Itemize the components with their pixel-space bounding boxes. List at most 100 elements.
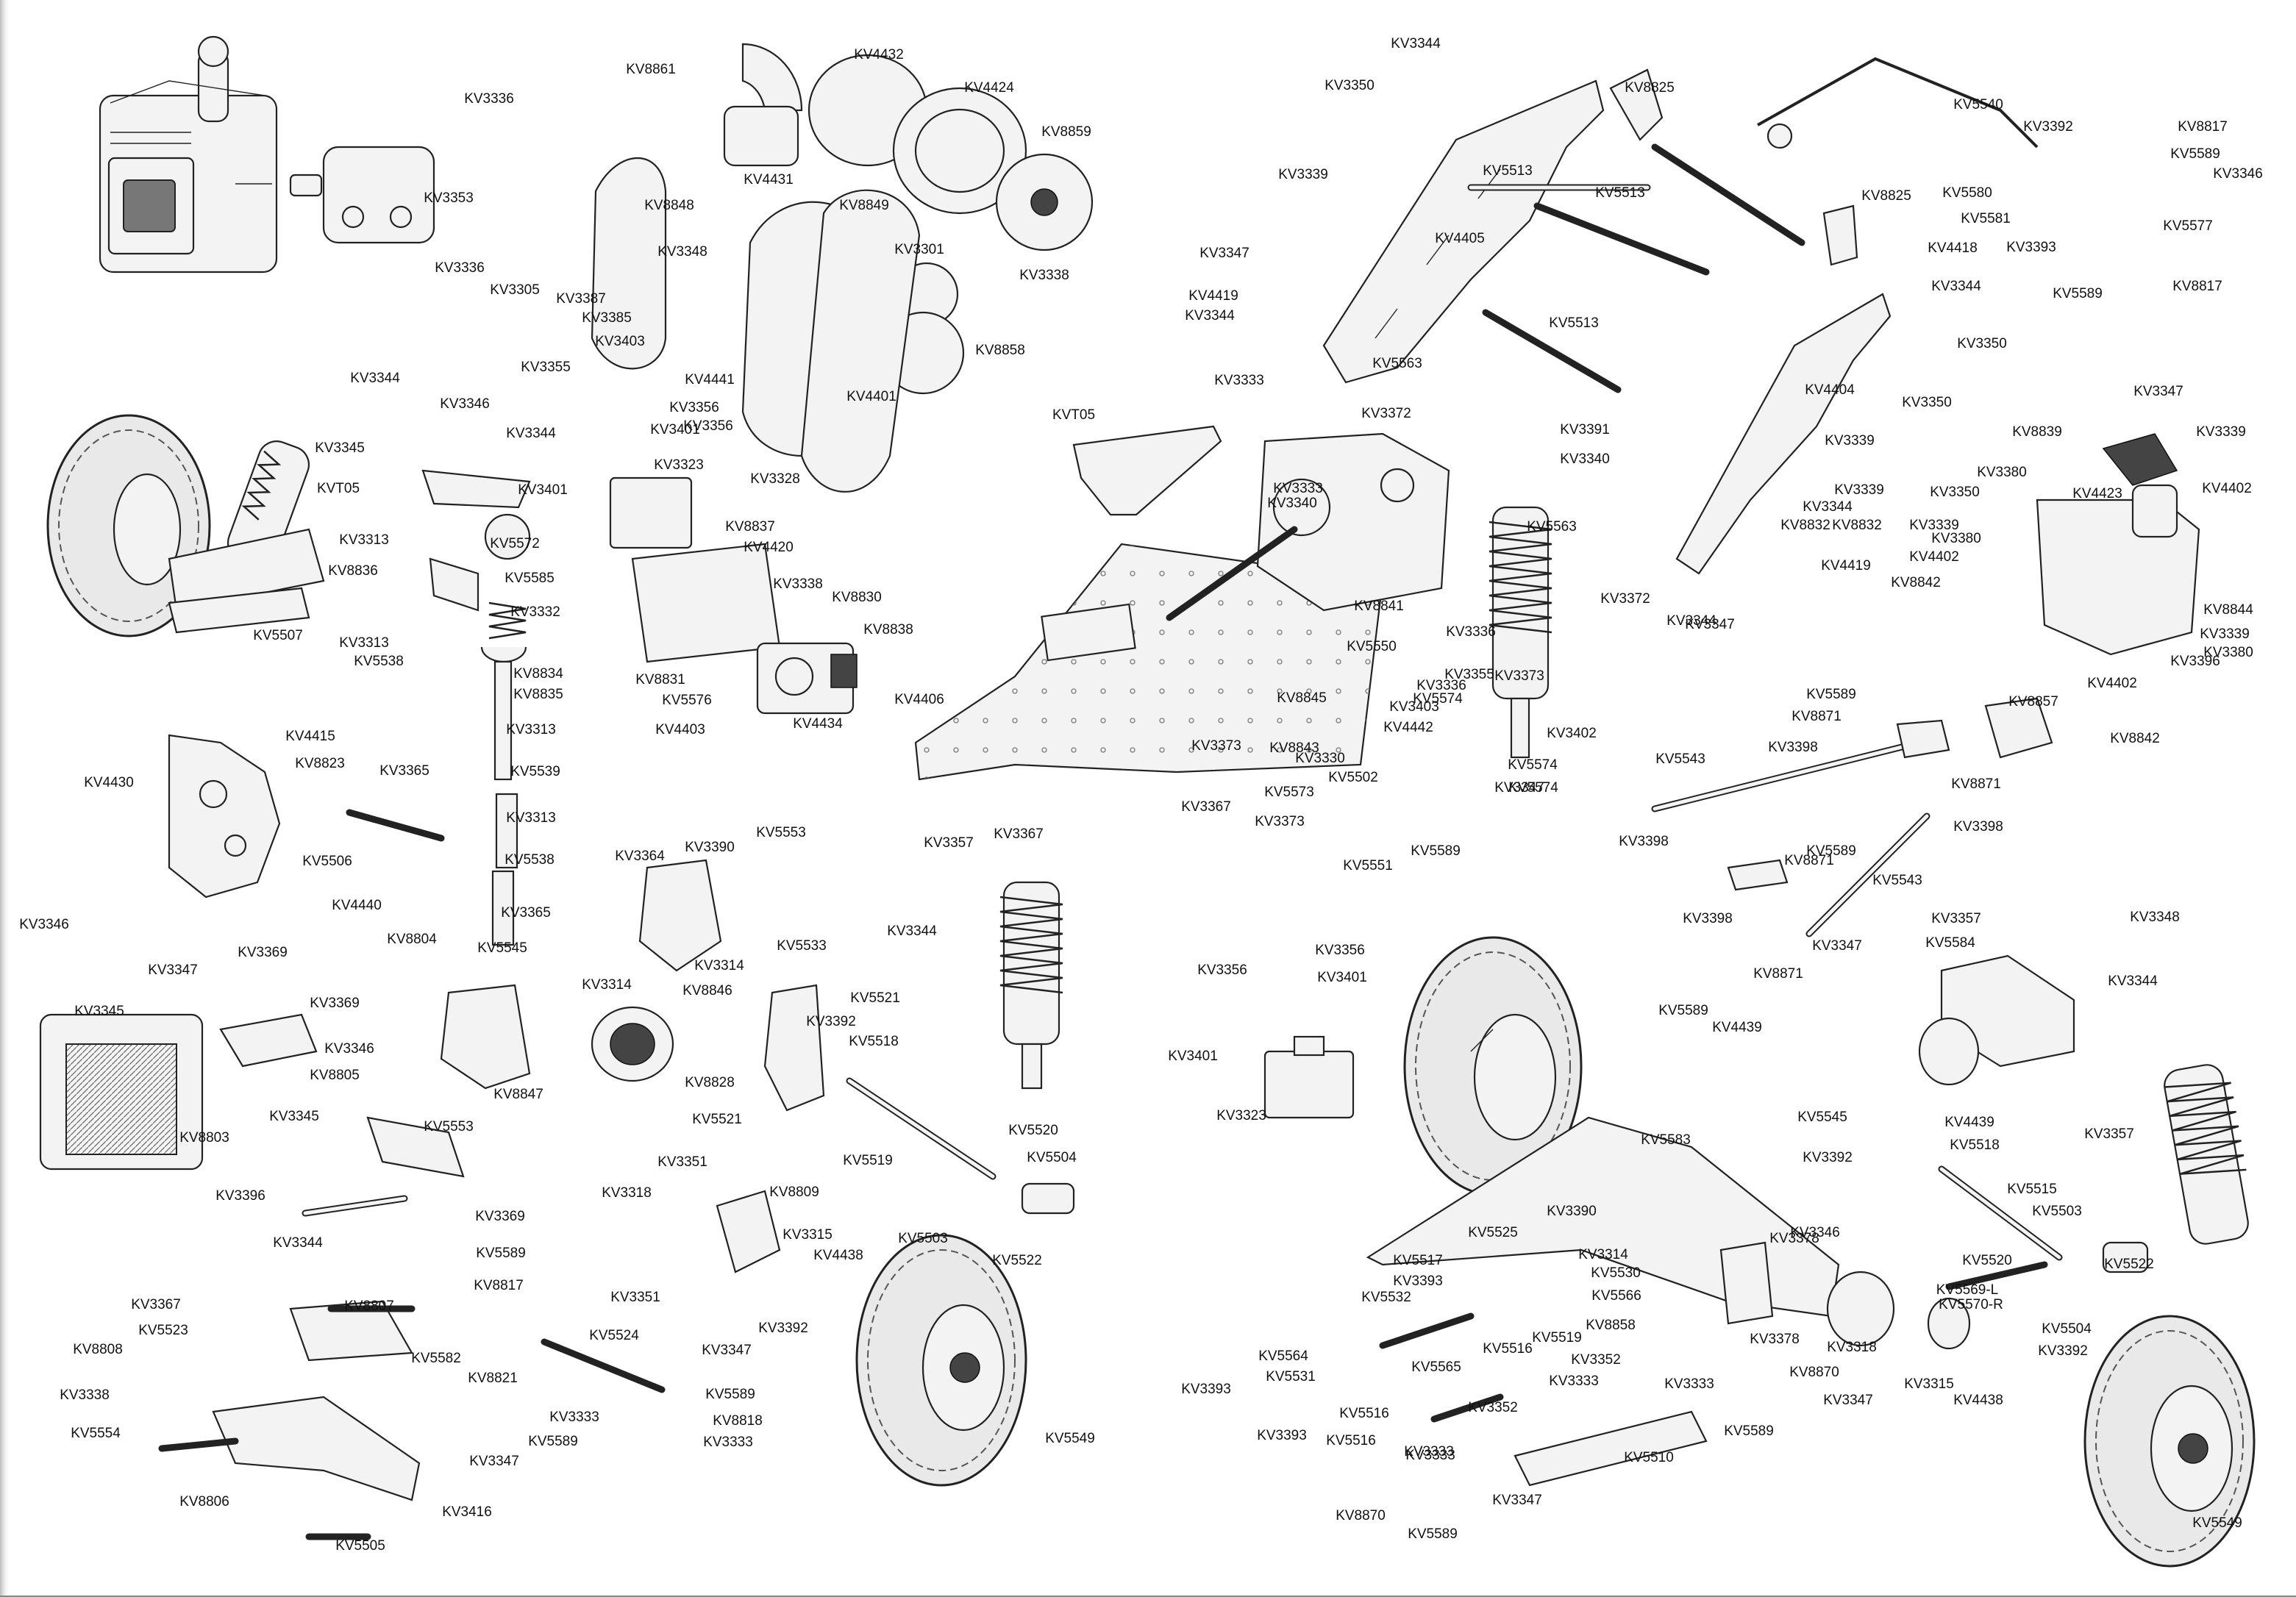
part-label: KV5525 <box>1468 1225 1518 1240</box>
part-label: KV3318 <box>602 1185 652 1201</box>
part-label: KV8845 <box>1277 690 1327 706</box>
part-label: KV5532 <box>1361 1290 1411 1305</box>
part-label: KV5554 <box>71 1426 121 1441</box>
part-label: KV4439 <box>1944 1115 1994 1130</box>
part-label: KV4441 <box>685 372 735 387</box>
part-label: KV4405 <box>1435 231 1485 246</box>
part-label: KV8823 <box>295 756 345 771</box>
part-label: KV3339 <box>1909 518 1959 533</box>
part-label: KV3390 <box>1547 1204 1597 1219</box>
part-label: KV3315 <box>782 1227 833 1243</box>
part-label: KV8843 <box>1269 740 1319 756</box>
part-label: KV4438 <box>1953 1393 2003 1408</box>
part-label: KV3356 <box>1315 943 1365 958</box>
part-label: KV4424 <box>964 80 1014 96</box>
part-label: KV8871 <box>1791 709 1842 724</box>
part-label: KV3398 <box>1683 911 1733 926</box>
part-label: KV3378 <box>1769 1231 1819 1246</box>
part-label: KV5523 <box>138 1323 188 1338</box>
part-label: KV3356 <box>669 400 719 415</box>
part-label: KV3333 <box>1664 1376 1714 1392</box>
part-label: KV3373 <box>1255 814 1305 829</box>
part-label: KV3333 <box>1405 1448 1455 1463</box>
part-label: KV4431 <box>744 172 794 187</box>
part-label: KV3352 <box>1468 1400 1518 1415</box>
part-label: KV8841 <box>1354 599 1404 614</box>
part-label: KV4423 <box>2072 486 2122 501</box>
part-label: KV4439 <box>1712 1020 1762 1035</box>
part-label: KV3403 <box>595 334 645 349</box>
part-label: KV3314 <box>694 958 744 973</box>
part-label: KV3347 <box>1812 938 1862 954</box>
front-shock-and-arms <box>168 440 325 634</box>
part-label: KV3367 <box>131 1297 181 1312</box>
part-label: KV5539 <box>510 764 560 779</box>
part-label: KV3385 <box>582 310 632 326</box>
part-label: KV3346 <box>19 917 69 932</box>
part-label: KV5543 <box>1655 751 1705 767</box>
part-label: KV3344 <box>1803 499 1853 515</box>
part-label: KV3352 <box>1571 1352 1621 1368</box>
part-label: KV3305 <box>490 282 540 298</box>
timing-belt-covers <box>591 157 921 493</box>
part-label: KV8817 <box>2178 119 2228 135</box>
part-label: KV3355 <box>1444 667 1494 682</box>
part-label: KV3392 <box>1803 1150 1853 1165</box>
part-label: KV4419 <box>1821 558 1871 574</box>
part-label: KV3380 <box>1977 465 2027 480</box>
part-label: KV8808 <box>73 1342 123 1357</box>
part-label: KV5553 <box>424 1119 474 1135</box>
part-label: KV3372 <box>1600 591 1650 607</box>
part-label: KV3347 <box>148 962 198 978</box>
part-label: KV3336 <box>1416 678 1466 693</box>
part-label: KV5584 <box>1925 935 1975 951</box>
part-label: KV8871 <box>1753 966 1803 982</box>
part-label: KV3402 <box>1547 726 1597 741</box>
front-wheel-right <box>855 1234 1027 1487</box>
part-label: KV5503 <box>898 1231 948 1246</box>
rear-body-mounts <box>1467 57 2039 393</box>
part-label: KV3333 <box>1404 1444 1454 1460</box>
part-label: KV3392 <box>2023 119 2073 135</box>
part-label: KV3373 <box>1191 738 1241 754</box>
part-label: KV3369 <box>310 996 360 1011</box>
part-label: KV3313 <box>339 635 389 651</box>
part-label: KV5583 <box>1641 1132 1691 1148</box>
part-label: KV3323 <box>1216 1108 1266 1123</box>
part-label: KV4432 <box>854 47 904 62</box>
part-label: KV3357 <box>2084 1126 2134 1142</box>
part-label: KV3340 <box>1267 496 1317 511</box>
part-label: KV5573 <box>1264 785 1314 800</box>
part-label: KV3338 <box>1019 268 1069 283</box>
part-label: KV5504 <box>2042 1321 2092 1337</box>
part-label: KV3393 <box>2006 240 2056 255</box>
part-label: KV3339 <box>2200 626 2250 642</box>
part-label: KV3328 <box>750 471 800 487</box>
part-label: KV5569-L <box>1936 1282 1999 1298</box>
part-label: KV8858 <box>1586 1318 1636 1333</box>
part-label: KV4403 <box>655 722 705 737</box>
part-label: KV5502 <box>1328 770 1378 785</box>
part-label: KV3346 <box>1790 1225 1840 1240</box>
part-label: KV3347 <box>1685 617 1735 632</box>
part-label: KV3392 <box>758 1321 808 1336</box>
part-label: KV8821 <box>468 1371 518 1386</box>
part-label: KV3348 <box>2130 910 2180 925</box>
part-label: KV3344 <box>1185 308 1235 324</box>
part-label: KV5581 <box>1961 211 2011 226</box>
part-label: KV5589 <box>2053 286 2103 301</box>
rear-differential-cover <box>1918 954 2075 1086</box>
part-label: KV3347 <box>1492 1493 1542 1508</box>
part-label: KV5516 <box>1483 1341 1533 1357</box>
part-label: KV5551 <box>1343 858 1393 873</box>
part-label: KV3353 <box>424 190 474 206</box>
part-label: KV3365 <box>379 763 429 779</box>
part-label: KV8806 <box>179 1494 229 1510</box>
part-label: KV5531 <box>1266 1369 1316 1385</box>
part-label: KV5519 <box>1532 1330 1582 1346</box>
part-label: KV8870 <box>1336 1508 1386 1523</box>
part-label: KV3347 <box>1494 780 1544 796</box>
part-label: KV5543 <box>1872 873 1922 888</box>
part-label: KV3367 <box>994 826 1044 842</box>
chassis-side-plate-left <box>1322 79 1605 384</box>
